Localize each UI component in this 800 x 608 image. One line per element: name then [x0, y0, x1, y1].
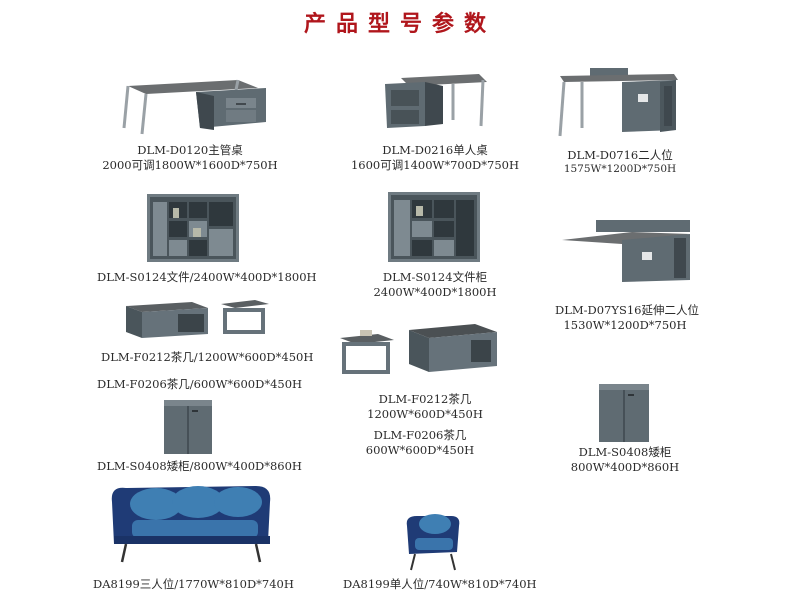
da8199a-label: DA8199三人位/1770W*810D*740H: [93, 577, 294, 591]
file-cabinet-image: [388, 192, 480, 262]
s0124b-spec: 2400W*400D*1800H: [373, 285, 497, 299]
three-seat-sofa-image: [106, 480, 274, 566]
low-cabinet-right-image: [597, 382, 653, 444]
coffee-table-small-center-image: [338, 330, 396, 378]
coffee-table-large-left-image: [122, 300, 210, 340]
s0408b-name: DLM-S0408矮柜: [578, 445, 672, 459]
single-desk-image: [383, 70, 491, 132]
coffee-table-small-left-image: [219, 298, 271, 338]
f0212a-label: DLM-F0212茶几/1200W*600D*450H: [101, 350, 314, 364]
d0216-name: DLM-D0216单人桌: [382, 143, 488, 157]
d0120-name: DLM-D0120主管桌: [137, 143, 243, 157]
two-person-workstation-image: [556, 66, 682, 140]
single-seat-sofa-image: [403, 512, 463, 572]
f0206b-name: DLM-F0206茶几: [373, 428, 467, 442]
s0124a-label: DLM-S0124文件/2400W*400D*1800H: [97, 270, 317, 284]
s0408b-spec: 800W*400D*860H: [570, 460, 680, 474]
s0124b-name: DLM-S0124文件柜: [382, 270, 488, 284]
executive-desk-image: [118, 78, 270, 136]
low-cabinet-left-image: [162, 398, 216, 456]
file-cabinet-wall-image: [147, 194, 239, 262]
d07ys16-name: DLM-D07YS16延伸二人位: [555, 303, 699, 317]
d07ys16-spec: 1530W*1200D*750H: [563, 318, 687, 332]
da8199b-label: DA8199单人位/740W*810D*740H: [343, 577, 537, 591]
f0206a-label: DLM-F0206茶几/600W*600D*450H: [97, 377, 303, 391]
d0216-spec: 1600可调1400W*700D*750H: [350, 158, 519, 172]
coffee-table-large-center-image: [405, 320, 501, 374]
d0120-spec: 2000可调1800W*1600D*750H: [102, 158, 278, 172]
page-title: 产品型号参数: [303, 12, 496, 37]
f0212b-name: DLM-F0212茶几: [378, 392, 472, 406]
s0408a-label: DLM-S0408矮柜/800W*400D*860H: [97, 459, 302, 473]
f0206b-spec: 600W*600D*450H: [365, 443, 475, 457]
d0716-spec: 1575W*1200D*750H: [563, 163, 677, 175]
f0212b-spec: 1200W*600D*450H: [367, 407, 483, 421]
d0716-name: DLM-D0716二人位: [567, 148, 673, 162]
extended-workstation-image: [562, 218, 694, 284]
